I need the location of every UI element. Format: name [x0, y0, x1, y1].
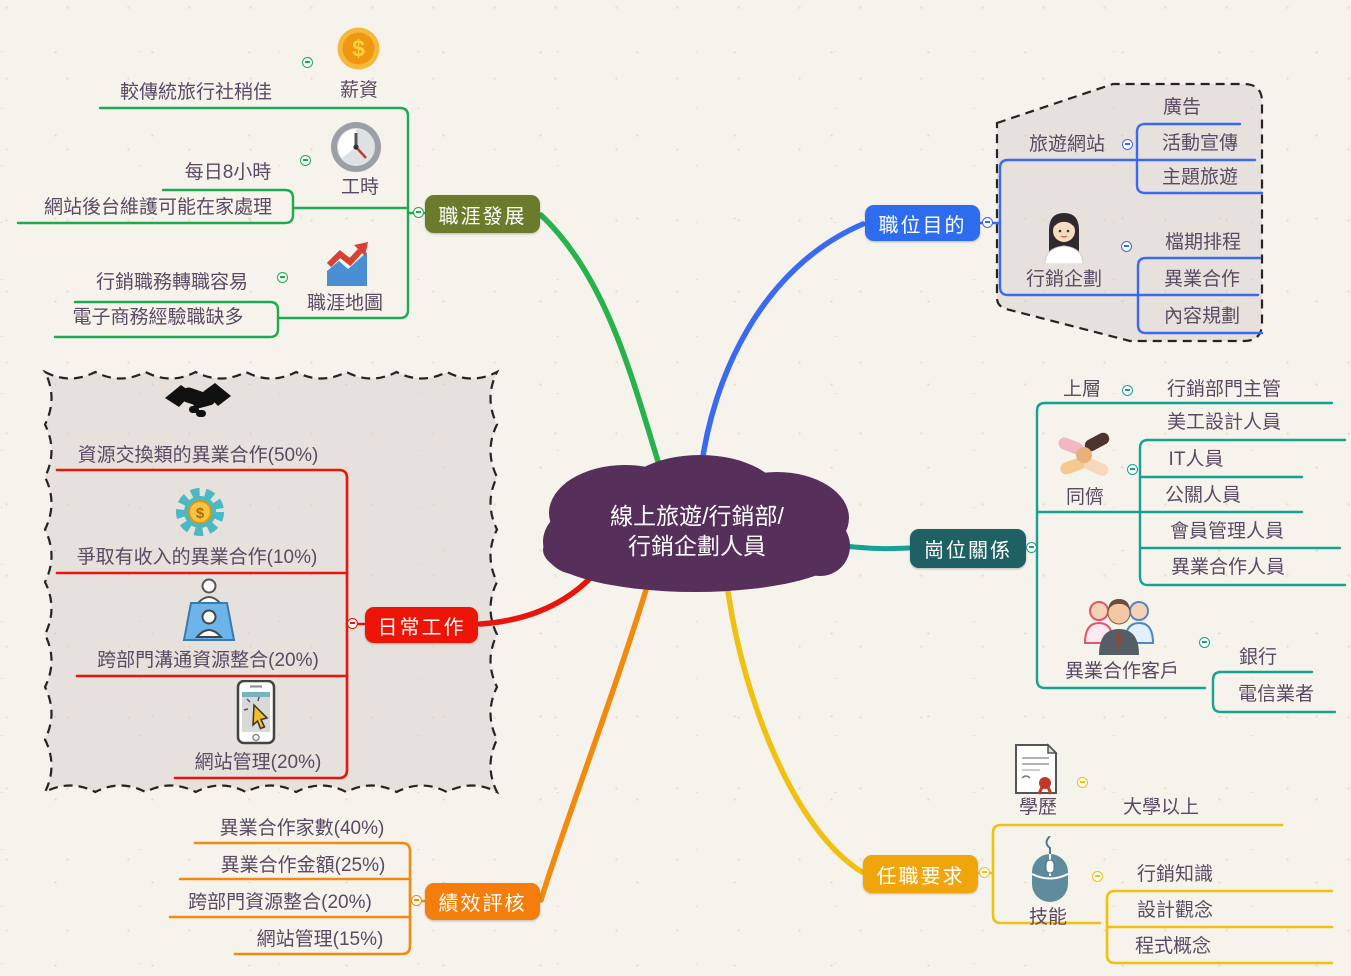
topic-design-concept[interactable]: 設計觀念 [1136, 900, 1214, 921]
daily-work-boundary [42, 369, 500, 795]
coin-dollar-icon: $ [336, 26, 381, 76]
topic-working-hours[interactable]: 工時 [340, 177, 380, 198]
root-branch-curves [477, 212, 912, 903]
hands-together-icon [1056, 430, 1112, 487]
gear-coin-icon: $ [172, 484, 228, 545]
topic-cross-industry[interactable]: 異業合作 [1163, 269, 1241, 290]
people-group-icon [1083, 593, 1155, 662]
certificate-icon [1012, 743, 1060, 800]
branch-position-relations[interactable]: 崗位關係 [910, 529, 1026, 568]
collapse-toggle-icon[interactable] [1077, 777, 1088, 788]
branch-daily-work[interactable]: 日常工作 [365, 607, 478, 643]
marketer-avatar-icon [1040, 208, 1088, 269]
collapse-toggle-icon[interactable] [1092, 871, 1103, 882]
topic-content-planning[interactable]: 內容規劃 [1163, 306, 1241, 327]
topic-schedule-planning[interactable]: 檔期排程 [1164, 232, 1242, 253]
topic-member-management[interactable]: 會員管理人員 [1169, 521, 1285, 542]
topic-partnership-staff[interactable]: 異業合作人員 [1170, 557, 1286, 578]
svg-text:$: $ [352, 36, 365, 62]
career-branch-lines [16, 106, 426, 339]
topic-education[interactable]: 學歷 [1018, 797, 1058, 818]
presenter-icon [181, 578, 237, 649]
clock-icon [329, 120, 383, 179]
career-chart-icon [322, 240, 372, 295]
topic-marketing-supervisor[interactable]: 行銷部門主管 [1166, 379, 1282, 400]
collapse-toggle-icon[interactable] [411, 895, 422, 906]
branch-career-development[interactable]: 職涯發展 [425, 195, 540, 233]
topic-partner-clients[interactable]: 異業合作客戶 [1064, 661, 1180, 682]
root-topic-line2: 行銷企劃人員 [628, 533, 766, 559]
topic-resource-integration[interactable]: 跨部門資源整合(20%) [188, 892, 372, 913]
topic-home-maintenance[interactable]: 網站後台維護可能在家處理 [43, 197, 273, 218]
topic-university-above[interactable]: 大學以上 [1122, 797, 1200, 818]
topic-career-map[interactable]: 職涯地圖 [306, 293, 384, 314]
topic-resource-exchange[interactable]: 資源交換類的異業合作(50%) [77, 445, 319, 466]
topic-8-hours[interactable]: 每日8小時 [184, 162, 272, 183]
topic-skills[interactable]: 技能 [1028, 907, 1068, 928]
collapse-toggle-icon[interactable] [300, 155, 311, 166]
collapse-toggle-icon[interactable] [302, 57, 313, 68]
collapse-toggle-icon[interactable] [1121, 241, 1132, 252]
topic-website-management[interactable]: 網站管理(20%) [194, 752, 322, 773]
topic-theme-travel[interactable]: 主題旅遊 [1161, 167, 1239, 188]
topic-advertising[interactable]: 廣告 [1162, 97, 1202, 118]
job-purpose-boundary [995, 82, 1264, 343]
svg-text:$: $ [196, 505, 205, 522]
topic-marketing-planning[interactable]: 行銷企劃 [1025, 269, 1103, 290]
topic-event-promotion[interactable]: 活動宣傳 [1161, 133, 1239, 154]
phone-click-icon [236, 679, 276, 751]
requirements-branch-lines [976, 823, 1334, 965]
collapse-toggle-icon[interactable] [1127, 464, 1138, 475]
collapse-toggle-icon[interactable] [1122, 385, 1133, 396]
topic-bank[interactable]: 銀行 [1238, 647, 1278, 668]
branch-performance-review[interactable]: 績效評核 [425, 883, 540, 920]
topic-peers[interactable]: 同儕 [1065, 487, 1105, 508]
root-topic-label[interactable]: 線上旅遊/行銷部/ 行銷企劃人員 [610, 501, 784, 561]
topic-salary-note[interactable]: 較傳統旅行社稍佳 [119, 82, 273, 103]
collapse-toggle-icon[interactable] [347, 618, 358, 629]
topic-salary[interactable]: 薪資 [339, 80, 379, 101]
topic-ecommerce-jobs[interactable]: 電子商務經驗職缺多 [72, 307, 244, 328]
handshake-icon [165, 380, 231, 435]
topic-superior[interactable]: 上層 [1062, 379, 1102, 400]
topic-marketing-knowledge[interactable]: 行銷知識 [1136, 864, 1214, 885]
topic-partner-count[interactable]: 異業合作家數(40%) [219, 818, 385, 839]
topic-partner-amount[interactable]: 異業合作金額(25%) [220, 855, 386, 876]
collapse-toggle-icon[interactable] [1122, 139, 1133, 150]
collapse-toggle-icon[interactable] [1026, 542, 1037, 553]
topic-travel-website[interactable]: 旅遊網站 [1028, 134, 1106, 155]
topic-site-management-kpi[interactable]: 網站管理(15%) [256, 929, 384, 950]
root-topic-line1: 線上旅遊/行銷部/ [610, 503, 784, 529]
topic-easy-transfer[interactable]: 行銷職務轉職容易 [95, 272, 249, 293]
branch-job-requirements[interactable]: 任職要求 [863, 855, 978, 893]
collapse-toggle-icon[interactable] [413, 207, 424, 218]
mouse-icon [1026, 835, 1074, 909]
collapse-toggle-icon[interactable] [277, 272, 288, 283]
topic-revenue-partnership[interactable]: 爭取有收入的異業合作(10%) [76, 547, 318, 568]
topic-graphic-designer[interactable]: 美工設計人員 [1166, 412, 1282, 433]
collapse-toggle-icon[interactable] [982, 217, 993, 228]
topic-pr-staff[interactable]: 公關人員 [1164, 485, 1242, 506]
root-topic-cloud[interactable] [543, 455, 850, 592]
topic-programming-concept[interactable]: 程式概念 [1134, 936, 1212, 957]
collapse-toggle-icon[interactable] [979, 867, 990, 878]
topic-it-staff[interactable]: IT人員 [1168, 449, 1224, 470]
topic-cross-dept-communication[interactable]: 跨部門溝通資源整合(20%) [97, 650, 319, 671]
branch-job-purpose[interactable]: 職位目的 [865, 205, 980, 241]
topic-telecom[interactable]: 電信業者 [1237, 684, 1315, 705]
collapse-toggle-icon[interactable] [1199, 637, 1210, 648]
